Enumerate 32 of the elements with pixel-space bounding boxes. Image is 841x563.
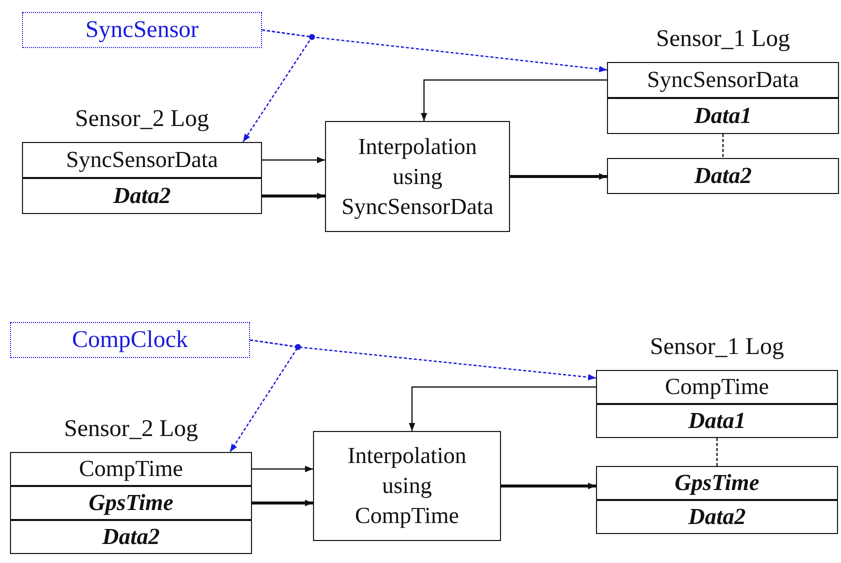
arrow <box>250 339 596 380</box>
arrow <box>252 466 313 472</box>
log-heading: Sensor_1 Log <box>649 333 785 362</box>
arrow <box>408 386 596 431</box>
arrow <box>262 156 325 164</box>
process-box: Interpolation using SyncSensorData <box>325 121 510 232</box>
source-box: SyncSensor <box>22 12 262 48</box>
table-row: Data2 <box>22 178 262 214</box>
source-box: CompClock <box>10 322 250 358</box>
table-row: SyncSensorData <box>607 62 839 98</box>
log-heading: Sensor_2 Log <box>74 105 210 134</box>
arrow <box>420 79 607 121</box>
arrow <box>252 500 313 506</box>
log-heading: Sensor_1 Log <box>655 25 791 54</box>
connector-line <box>716 438 718 466</box>
arrow <box>262 192 325 200</box>
data-box: Data2 <box>596 500 838 534</box>
arrow <box>510 173 607 180</box>
data-box: Data2 <box>607 158 839 194</box>
table-row: Data2 <box>10 520 252 554</box>
table-row: Data1 <box>607 98 839 134</box>
connector-line <box>722 134 724 158</box>
table-row: CompTime <box>10 452 252 486</box>
process-box: Interpolation using CompTime <box>313 431 501 541</box>
log-heading: Sensor_2 Log <box>63 415 199 444</box>
table-row: Data1 <box>596 404 838 438</box>
table-row: CompTime <box>596 370 838 404</box>
arrow <box>501 482 596 490</box>
arrow <box>262 29 608 72</box>
table-row: SyncSensorData <box>22 142 262 178</box>
table-row: GpsTime <box>10 486 252 520</box>
data-box: GpsTime <box>596 466 838 500</box>
